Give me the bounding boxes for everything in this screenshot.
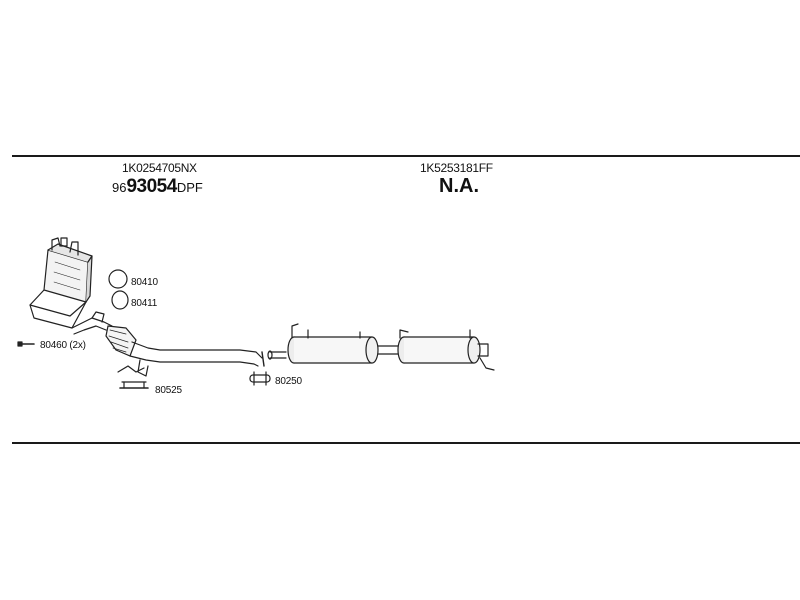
pipe-clamp-illustration <box>249 371 271 386</box>
front-code-prefix: 96 <box>112 180 127 195</box>
gasket-ref-80410: 80410 <box>131 277 158 288</box>
front-code-main: 93054 <box>126 176 177 197</box>
clamp-ref-80250: 80250 <box>275 376 302 387</box>
bottom-divider <box>12 442 800 444</box>
silencer-assembly-illustration <box>267 323 495 371</box>
gasket-ring-upper <box>108 269 128 289</box>
gasket-ring-lower <box>111 290 129 310</box>
bolt-ref-80460: 80460 (2x) <box>40 340 86 351</box>
rear-part-number: 1K5253181FF <box>420 161 493 175</box>
front-part-number: 1K0254705NX <box>122 161 197 175</box>
particulate-filter-illustration <box>29 237 113 335</box>
bolt-pair-illustration <box>17 341 35 347</box>
bracket-ref-80525: 80525 <box>155 385 182 396</box>
front-pipe-illustration <box>105 325 265 377</box>
hanger-bracket-illustration <box>117 365 149 389</box>
gasket-ref-80411: 80411 <box>131 298 158 309</box>
front-code-suffix: DPF <box>176 180 203 195</box>
rear-part-code: N.A. <box>439 175 479 197</box>
top-divider <box>12 155 800 157</box>
front-part-code: 9693054DPF <box>112 177 203 196</box>
